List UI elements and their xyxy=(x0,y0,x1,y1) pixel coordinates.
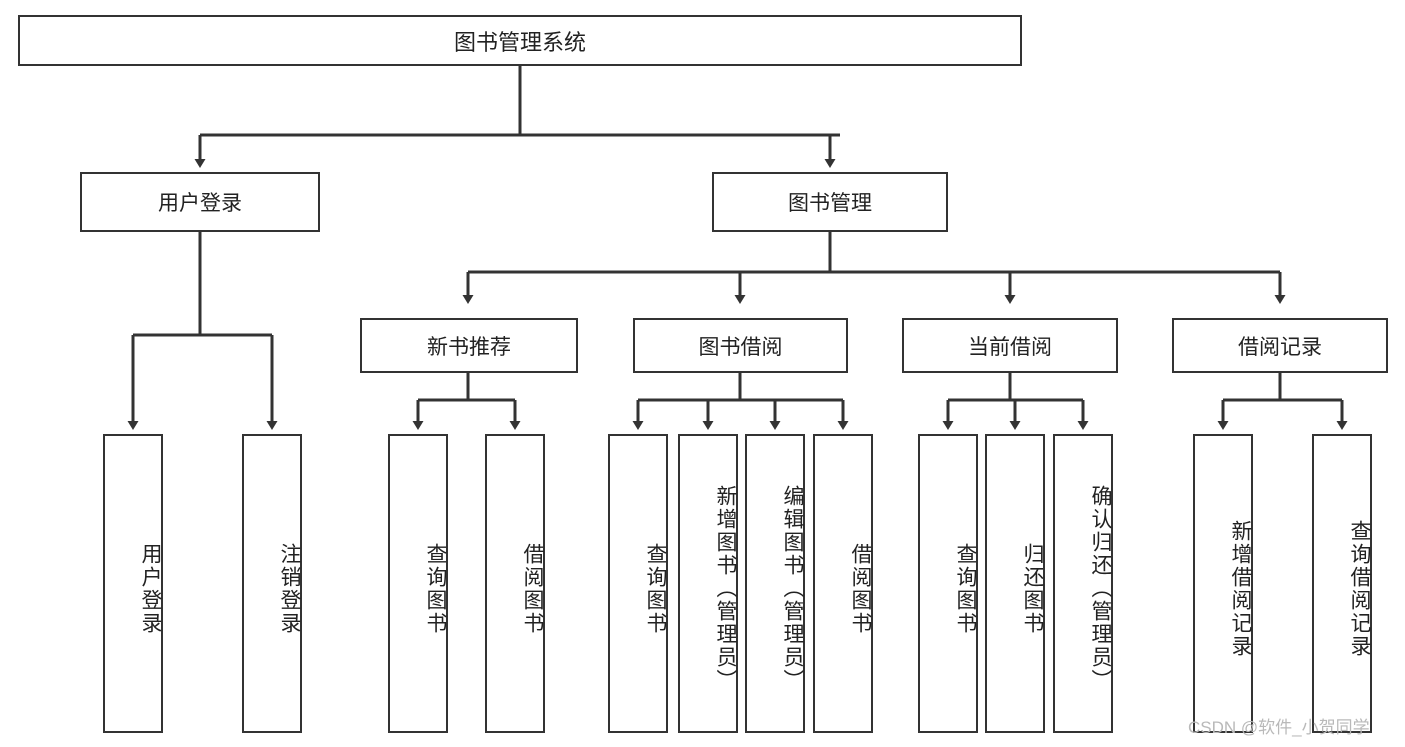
leaf-query-books-recommendation[interactable]: 查询图书 xyxy=(388,434,448,733)
node-new-book-recommendation[interactable]: 新书推荐 xyxy=(360,318,578,373)
node-label: 确认归还（管理员） xyxy=(1089,485,1112,692)
node-label: 用户登录 xyxy=(158,192,242,215)
leaf-add-book-admin[interactable]: 新增图书（管理员） xyxy=(678,434,738,733)
node-current-borrowing[interactable]: 当前借阅 xyxy=(902,318,1118,373)
node-label: 新增借阅记录 xyxy=(1229,519,1252,658)
node-label: 注销登录 xyxy=(278,542,301,635)
node-label: 查询借阅记录 xyxy=(1348,519,1371,658)
node-label: 借阅图书 xyxy=(521,542,544,635)
leaf-query-books-borrowing[interactable]: 查询图书 xyxy=(608,434,668,733)
leaf-edit-book-admin[interactable]: 编辑图书（管理员） xyxy=(745,434,805,733)
node-label: 图书借阅 xyxy=(698,335,783,359)
node-label: 编辑图书（管理员） xyxy=(781,485,804,692)
node-label: 当前借阅 xyxy=(968,335,1052,359)
node-label: 借阅记录 xyxy=(1238,335,1322,359)
node-root-book-management-system[interactable]: 图书管理系统 xyxy=(18,15,1022,66)
leaf-confirm-return-admin[interactable]: 确认归还（管理员） xyxy=(1053,434,1113,733)
node-label: 查询图书 xyxy=(644,542,667,635)
node-label: 查询图书 xyxy=(424,542,447,635)
node-borrowing-records[interactable]: 借阅记录 xyxy=(1172,318,1388,373)
leaf-logout[interactable]: 注销登录 xyxy=(242,434,302,733)
watermark: CSDN @软件_小贺同学 xyxy=(1188,718,1370,737)
node-label: 用户登录 xyxy=(139,542,162,635)
leaf-add-borrowing-record[interactable]: 新增借阅记录 xyxy=(1193,434,1253,733)
leaf-user-login[interactable]: 用户登录 xyxy=(103,434,163,733)
node-label: 图书管理 xyxy=(788,192,872,215)
leaf-query-books-current[interactable]: 查询图书 xyxy=(918,434,978,733)
node-label: 借阅图书 xyxy=(849,542,872,635)
node-label: 归还图书 xyxy=(1021,542,1044,635)
node-label: 图书管理系统 xyxy=(453,29,586,55)
node-label: 查询图书 xyxy=(954,542,977,635)
leaf-query-borrowing-record[interactable]: 查询借阅记录 xyxy=(1312,434,1372,733)
leaf-borrow-books-recommendation[interactable]: 借阅图书 xyxy=(485,434,545,733)
node-book-management[interactable]: 图书管理 xyxy=(712,172,948,232)
node-label: 新书推荐 xyxy=(427,335,511,359)
leaf-return-books[interactable]: 归还图书 xyxy=(985,434,1045,733)
node-user-login[interactable]: 用户登录 xyxy=(80,172,320,232)
node-book-borrowing[interactable]: 图书借阅 xyxy=(633,318,848,373)
node-label: 新增图书（管理员） xyxy=(714,485,737,692)
leaf-borrow-books[interactable]: 借阅图书 xyxy=(813,434,873,733)
